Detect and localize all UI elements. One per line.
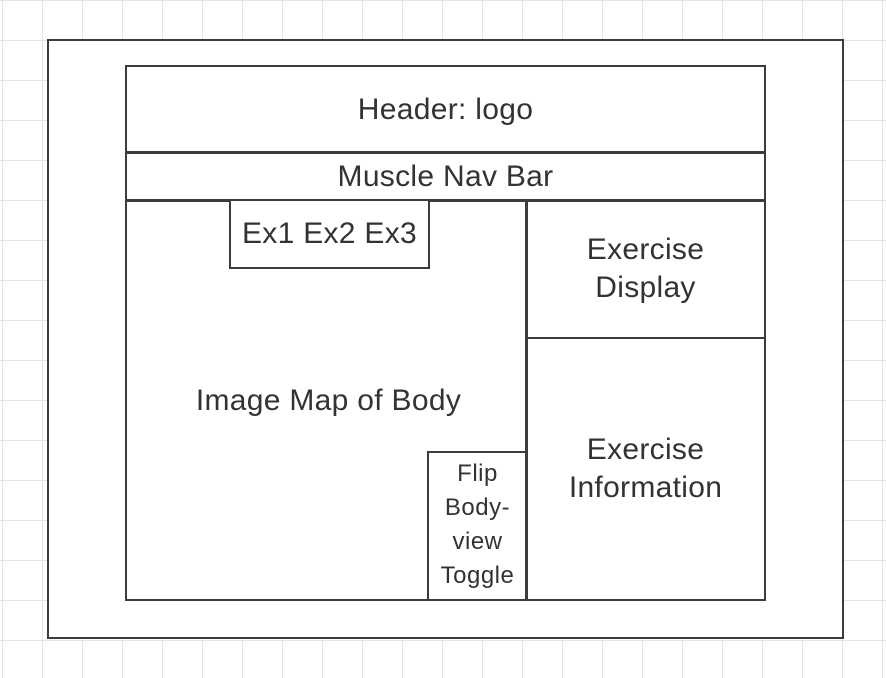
nav-bar-label: Muscle Nav Bar bbox=[337, 159, 554, 193]
body-map-label: Image Map of Body bbox=[195, 384, 462, 417]
header-section: Header: logo bbox=[125, 65, 766, 154]
exercise-display-label-line: Exercise bbox=[586, 233, 705, 266]
exercise-information-label-line: Exercise bbox=[586, 433, 705, 466]
exercise-display-label-line: Display bbox=[595, 271, 696, 304]
exercise-information-section: Exercise Information bbox=[525, 337, 766, 601]
toggle-label-line: Flip bbox=[457, 460, 498, 487]
flip-body-view-toggle-box: Flip Body- view Toggle bbox=[427, 451, 528, 601]
toggle-label-line: view bbox=[452, 528, 503, 555]
exercise-list-label: Ex1 Ex2 Ex3 bbox=[241, 217, 418, 250]
toggle-label-line: Body- bbox=[444, 494, 511, 521]
exercise-display-section: Exercise Display bbox=[525, 199, 766, 339]
exercise-list-box: Ex1 Ex2 Ex3 bbox=[229, 199, 430, 269]
header-label: Header: logo bbox=[357, 92, 534, 126]
exercise-information-label-line: Information bbox=[568, 471, 723, 504]
muscle-nav-bar-section: Muscle Nav Bar bbox=[125, 151, 766, 202]
toggle-label-line: Toggle bbox=[440, 562, 515, 589]
